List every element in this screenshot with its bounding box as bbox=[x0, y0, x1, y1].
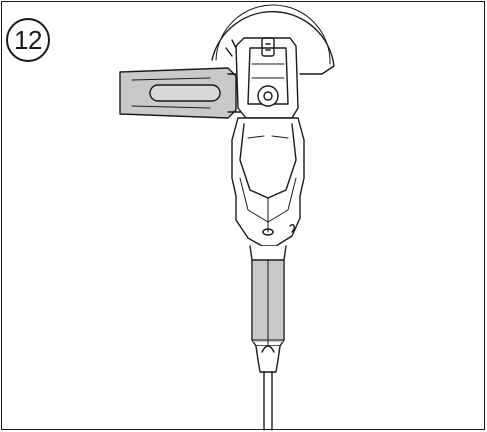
gear-head bbox=[235, 37, 299, 119]
side-handle bbox=[119, 67, 245, 119]
step-number-badge: 12 bbox=[6, 18, 50, 62]
cable-boot bbox=[255, 345, 281, 373]
guard-disc bbox=[211, 10, 335, 75]
